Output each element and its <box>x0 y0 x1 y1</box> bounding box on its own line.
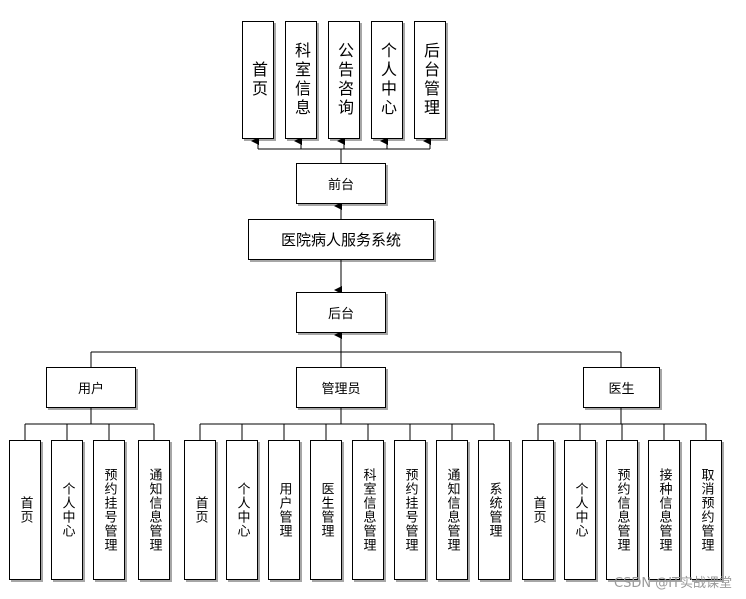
user-item-home: 首页 <box>9 440 41 580</box>
user-item-personal-center: 个人中心 <box>51 440 83 580</box>
front-item-personal-center: 个人中心 <box>371 21 403 139</box>
admin-item-personal-center: 个人中心 <box>226 440 258 580</box>
back-node: 后台 <box>296 292 386 333</box>
role-doctor: 医生 <box>583 367 660 408</box>
admin-item-department-mgmt: 科室信息管理 <box>352 440 384 580</box>
admin-item-home: 首页 <box>184 440 216 580</box>
admin-item-appointment-mgmt: 预约挂号管理 <box>394 440 426 580</box>
doctor-item-personal-center: 个人中心 <box>564 440 596 580</box>
admin-item-system-mgmt: 系统管理 <box>478 440 510 580</box>
doctor-item-appointment-info-mgmt: 预约信息管理 <box>606 440 638 580</box>
front-item-department-info: 科室信息 <box>285 21 317 139</box>
admin-item-notice-mgmt: 通知信息管理 <box>436 440 468 580</box>
user-item-notice-mgmt: 通知信息管理 <box>138 440 170 580</box>
front-item-home: 首页 <box>242 21 274 139</box>
role-admin: 管理员 <box>296 367 386 408</box>
admin-item-user-mgmt: 用户管理 <box>268 440 300 580</box>
admin-item-doctor-mgmt: 医生管理 <box>310 440 342 580</box>
front-item-admin: 后台管理 <box>414 21 446 139</box>
role-user: 用户 <box>46 367 136 408</box>
front-item-announcements: 公告咨询 <box>328 21 360 139</box>
watermark: CSDN @IT实战课堂 <box>614 576 732 591</box>
root-node: 医院病人服务系统 <box>248 219 434 260</box>
doctor-item-vaccination-mgmt: 接种信息管理 <box>648 440 680 580</box>
user-item-appointment-mgmt: 预约挂号管理 <box>93 440 125 580</box>
front-node: 前台 <box>296 163 386 204</box>
doctor-item-home: 首页 <box>522 440 554 580</box>
doctor-item-cancel-appointment-mgmt: 取消预约管理 <box>690 440 722 580</box>
